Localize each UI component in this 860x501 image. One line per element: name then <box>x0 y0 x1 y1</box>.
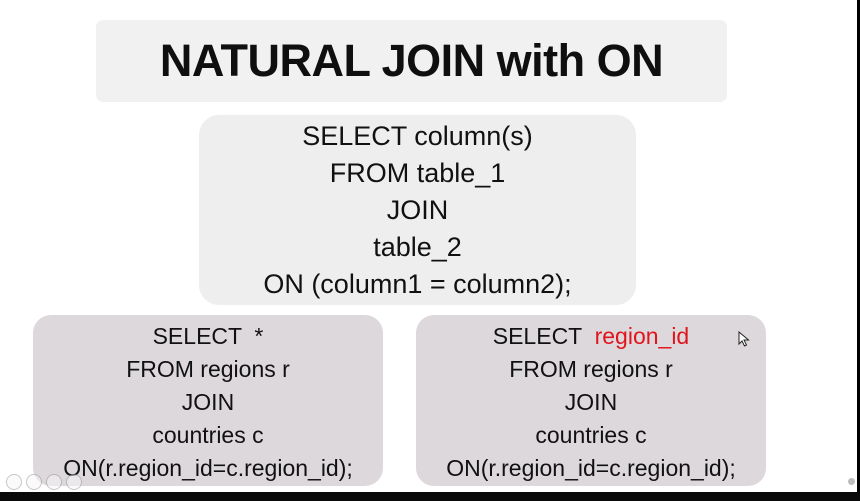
rectangle-icon[interactable] <box>26 474 42 490</box>
example-right-select-keyword: SELECT <box>492 323 595 349</box>
slide-title: NATURAL JOIN with ON <box>159 35 664 86</box>
example-right-line-select: SELECT region_id <box>493 320 689 353</box>
example-left-line-join: JOIN <box>181 389 235 415</box>
example-box-left: SELECT * FROM regions r JOIN countries c… <box>33 315 383 486</box>
example-right-line-from: FROM regions r <box>509 356 673 382</box>
syntax-line-select: SELECT column(s) <box>302 120 533 151</box>
syntax-line-from: FROM table_1 <box>329 157 506 188</box>
corner-indicator <box>848 478 855 485</box>
example-box-right: SELECT region_id FROM regions r JOIN cou… <box>416 315 766 486</box>
example-right-line-on: ON(r.region_id=c.region_id); <box>446 455 736 481</box>
slide-title-box: NATURAL JOIN with ON <box>96 20 727 102</box>
bottom-bar <box>0 492 860 501</box>
syntax-box: SELECT column(s) FROM table_1 JOIN table… <box>199 115 636 305</box>
syntax-line-on: ON (column1 = column2); <box>263 268 572 299</box>
zoom-icon[interactable] <box>46 474 62 490</box>
example-left-line-on: ON(r.region_id=c.region_id); <box>63 455 353 481</box>
right-edge-border <box>857 0 860 501</box>
example-left-line-from: FROM regions r <box>126 356 290 382</box>
example-right-select-column: region_id <box>594 323 690 349</box>
example-right-line-table: countries c <box>535 422 647 448</box>
example-left-line-table: countries c <box>152 422 264 448</box>
more-icon[interactable] <box>66 474 82 490</box>
syntax-line-join: JOIN <box>386 194 449 225</box>
example-left-line-select: SELECT * <box>152 323 264 349</box>
syntax-line-table: table_2 <box>373 231 462 262</box>
mouse-pointer-icon <box>738 331 750 347</box>
example-right-line-join: JOIN <box>564 389 618 415</box>
slide-player-controls <box>6 474 82 490</box>
pen-icon[interactable] <box>6 474 22 490</box>
